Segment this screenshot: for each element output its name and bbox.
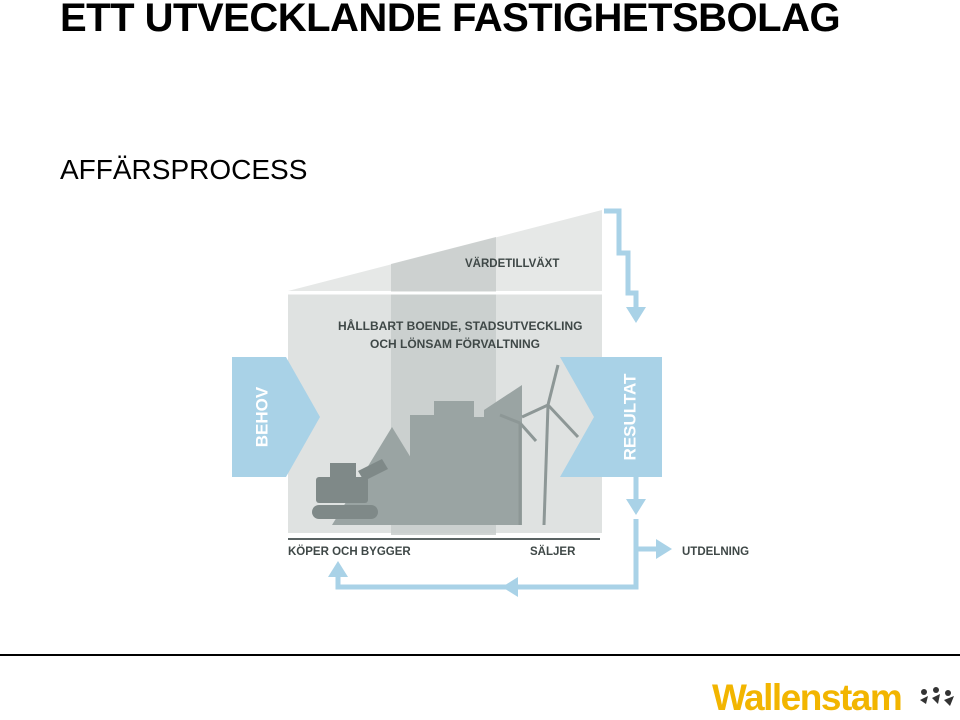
excavator-icon — [312, 459, 388, 519]
core-label-line2: OCH LÖNSAM FÖRVALTNING — [370, 336, 540, 351]
value-growth-label: VÄRDETILLVÄXT — [465, 257, 559, 270]
value-flow-arrows — [604, 208, 639, 309]
return-arrow — [502, 577, 518, 597]
sell-label: SÄLJER — [530, 545, 576, 558]
footer-divider — [0, 654, 960, 656]
business-process-diagram: BEHOV RESULTAT VÄRDETILLVÄXT HÅLLBART BO… — [222, 205, 752, 610]
slide-title: ETT UTVECKLANDE FASTIGHETSBOLAG — [60, 0, 841, 40]
input-label: BEHOV — [252, 386, 271, 447]
core-label-line1: HÅLLBART BOENDE, STADSUTVECKLING — [338, 318, 582, 333]
company-logo: Wallenstam — [712, 676, 960, 720]
dividend-label: UTDELNING — [682, 546, 749, 558]
input-arrow — [232, 357, 320, 477]
dividend-arrow — [656, 539, 672, 559]
output-label: RESULTAT — [620, 373, 639, 460]
slide-subtitle: AFFÄRSPROCESS — [60, 154, 308, 185]
city-silhouette-icon — [332, 385, 522, 525]
down-arrow — [626, 499, 646, 515]
logo-birds-icon — [920, 687, 954, 706]
logo-wordmark: Wallenstam — [712, 677, 903, 718]
output-arrow — [560, 357, 662, 477]
buy-arrow — [328, 561, 348, 577]
buy-build-label: KÖPER OCH BYGGER — [288, 545, 411, 558]
wind-turbine-icon — [499, 364, 580, 526]
